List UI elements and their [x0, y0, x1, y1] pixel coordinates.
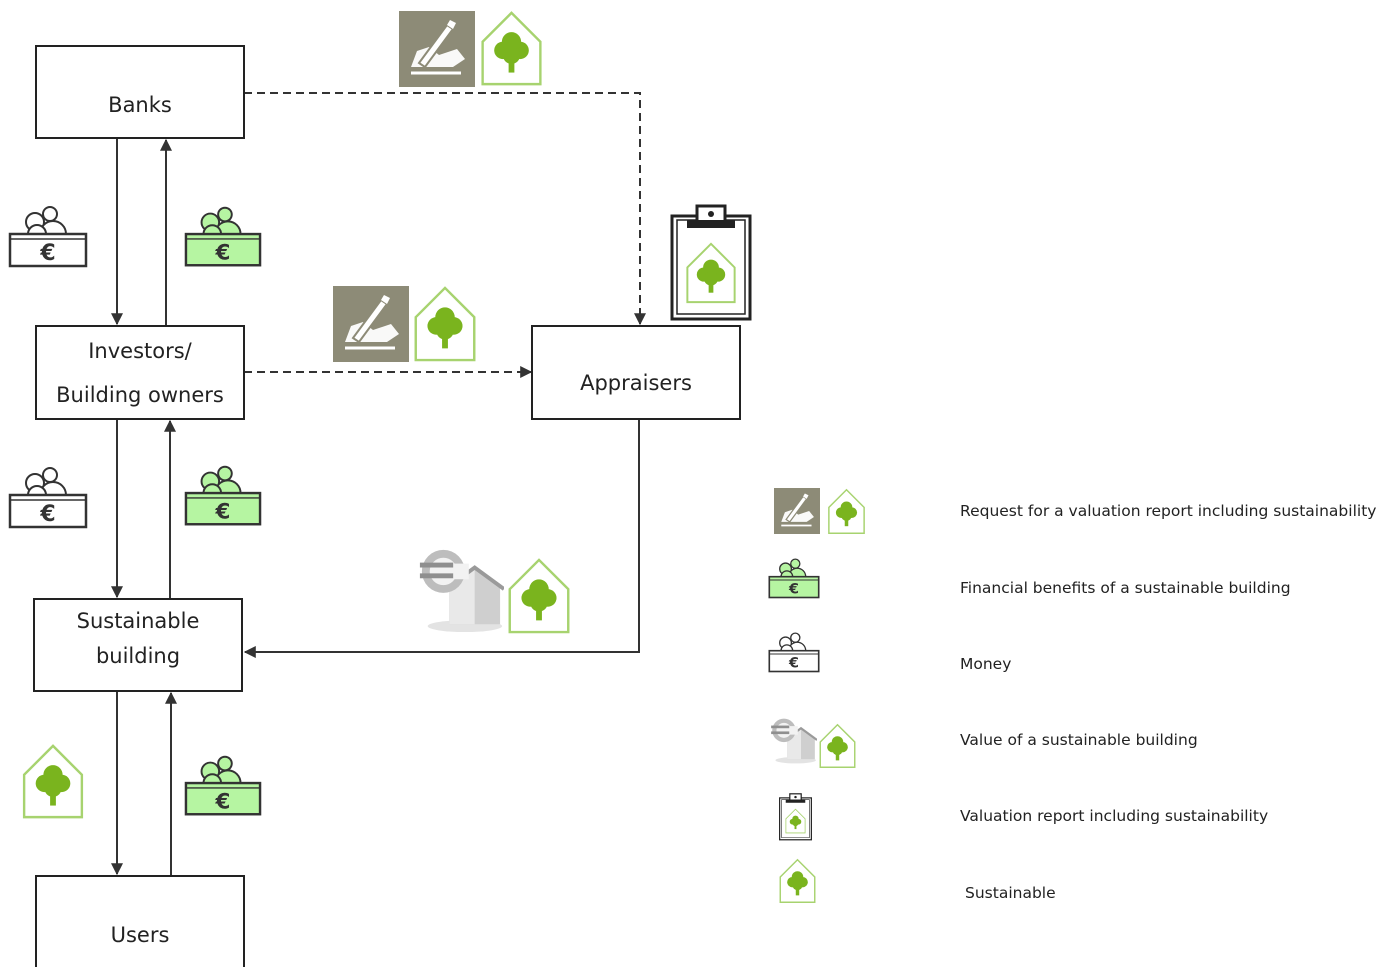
financial-benefits-icon: [184, 465, 262, 526]
financial-benefits-icon: [768, 558, 820, 599]
investors-label-line1: Investors/: [88, 339, 192, 363]
request-hand-icon: [399, 11, 475, 87]
legend-item-request: Request for a valuation report including…: [774, 488, 1376, 534]
legend-item-financial-benefits: Financial benefits of a sustainable buil…: [768, 558, 1291, 599]
euro-house-value-icon: [770, 717, 817, 765]
legend-label: Sustainable: [965, 884, 1056, 902]
connectors: [111, 92, 646, 876]
users-label: Users: [111, 923, 170, 947]
sustainable-house-icon: [819, 723, 856, 769]
legend-item-sustainable: Sustainable: [779, 858, 1056, 904]
investors-label-line2: Building owners: [56, 383, 224, 407]
sustainable-house-icon: [508, 558, 570, 634]
legend-label: Request for a valuation report including…: [960, 502, 1376, 520]
node-users: Users: [35, 875, 245, 967]
legend-label: Valuation report including sustainabilit…: [960, 807, 1268, 825]
node-sustainable-building: Sustainable building: [33, 598, 243, 692]
sustainable-building-label-line2: building: [96, 644, 180, 668]
sustainable-house-icon: [779, 858, 816, 904]
legend-item-money: Money: [768, 632, 1011, 673]
legend-label: Financial benefits of a sustainable buil…: [960, 579, 1291, 597]
financial-benefits-icon: [184, 206, 262, 267]
banks-label: Banks: [108, 93, 172, 117]
money-icon: [8, 205, 88, 268]
node-investors: Investors/ Building owners: [35, 325, 245, 420]
appraisers-label: Appraisers: [580, 371, 692, 395]
request-hand-icon: [774, 488, 820, 534]
legend-item-valuation-report: Valuation report including sustainabilit…: [780, 794, 1268, 840]
financial-benefits-icon: [184, 755, 262, 816]
legend-item-building-value: Value of a sustainable building: [770, 717, 1198, 769]
money-icon: [8, 466, 88, 529]
arrow-appraisers-to-building: [243, 419, 640, 658]
legend-label: Value of a sustainable building: [960, 731, 1198, 749]
dashed-arrow-banks-to-appraisers: [244, 92, 646, 326]
node-banks: Banks: [35, 45, 245, 139]
valuation-report-clipboard-icon: [672, 206, 750, 319]
legend: Request for a valuation report including…: [768, 488, 1376, 904]
legend-label: Money: [960, 655, 1011, 673]
sustainable-building-label-line1: Sustainable: [77, 609, 200, 633]
sustainable-house-icon: [22, 744, 84, 819]
sustainable-house-icon: [828, 489, 865, 534]
euro-house-value-icon: [417, 547, 504, 635]
request-hand-icon: [333, 286, 409, 362]
money-icon: [768, 632, 820, 673]
sustainable-house-icon: [481, 11, 542, 86]
node-appraisers: Appraisers: [531, 325, 741, 420]
sustainable-house-icon: [414, 286, 476, 362]
valuation-report-clipboard-icon: [780, 794, 812, 840]
